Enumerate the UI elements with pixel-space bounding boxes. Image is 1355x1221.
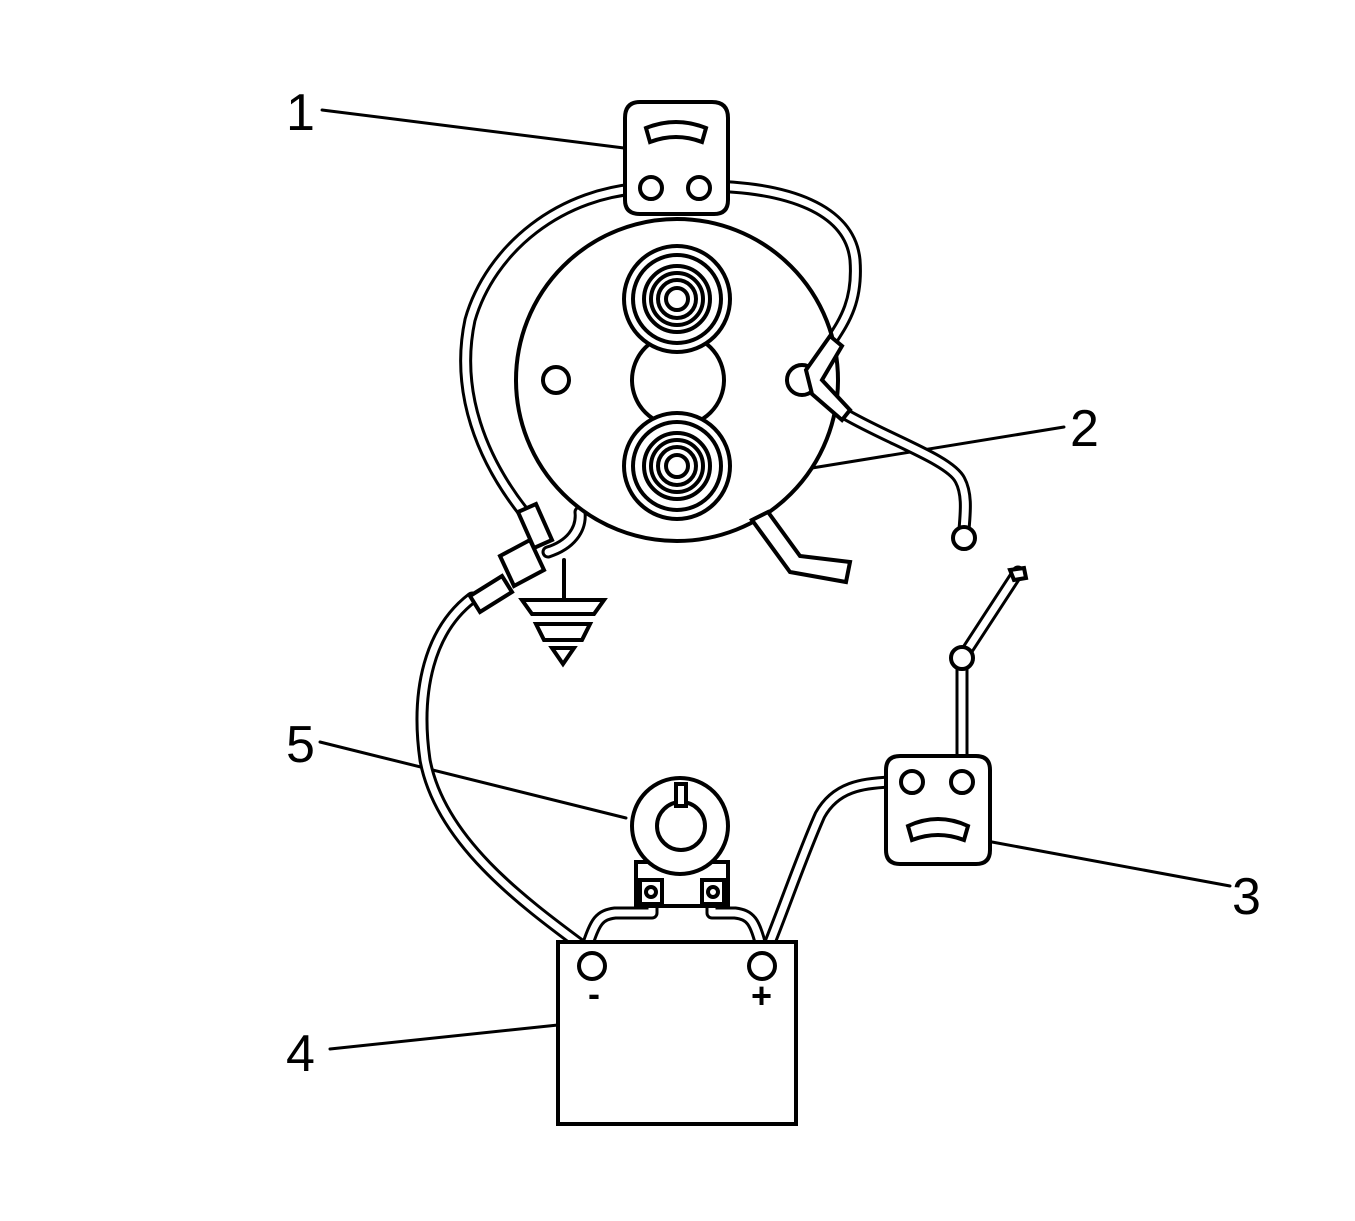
starter-motor: [514, 217, 853, 585]
battery-positive-terminal[interactable]: [747, 951, 777, 981]
callout-4: 4: [286, 1025, 315, 1083]
battery-negative-terminal[interactable]: [577, 951, 607, 981]
callout-5: 5: [286, 716, 315, 774]
meter1-terminal-right[interactable]: [686, 175, 712, 201]
upper-terminal: [622, 244, 732, 354]
starter-clamp-right: [803, 333, 853, 423]
lower-terminal: [622, 411, 732, 521]
voltmeter-3: [884, 754, 992, 866]
starter-strap: [748, 509, 853, 585]
meter3-terminal-right[interactable]: [949, 769, 975, 795]
meter1-scale-icon: [643, 120, 709, 145]
switch-knob[interactable]: [655, 800, 707, 852]
battery-positive-label: +: [751, 975, 772, 1016]
battery: - +: [556, 940, 798, 1126]
loose-lead-end[interactable]: [951, 525, 977, 551]
battery-positive-wire: [755, 775, 907, 969]
ground-clamps: [467, 501, 555, 615]
battery-disconnect-switch: [630, 776, 730, 908]
mounting-hole: [541, 365, 571, 395]
callout-leaders: [318, 108, 1232, 1051]
meter1-terminal-left[interactable]: [638, 175, 664, 201]
callout-2: 2: [1070, 400, 1099, 458]
meter3-scale-icon: [905, 817, 971, 843]
ground-icon: [518, 558, 608, 668]
wires: [415, 179, 1025, 969]
probe-tip[interactable]: [1007, 565, 1029, 583]
starter-loose-wire: [838, 407, 972, 537]
voltmeter-1: [623, 100, 730, 216]
callout-1: 1: [286, 84, 315, 142]
probe-joint: [949, 645, 975, 671]
battery-negative-label: -: [588, 973, 600, 1014]
meter3-terminal-left[interactable]: [899, 769, 925, 795]
callout-3: 3: [1232, 868, 1261, 926]
